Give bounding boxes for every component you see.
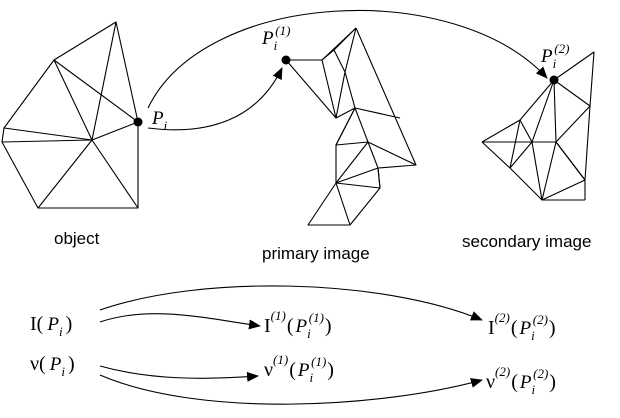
arc-object-to-primary — [147, 67, 283, 131]
object-label: object — [54, 229, 100, 248]
object-mesh — [1, 21, 139, 209]
secondary-image-mesh — [481, 51, 595, 201]
arrow-I0-to-I2 — [99, 285, 483, 321]
formula-v0: ν(Pi) — [30, 353, 75, 379]
object-point-label: Pi — [151, 108, 168, 133]
primary-point — [281, 55, 291, 65]
arrow-v0-to-v1 — [99, 365, 259, 382]
primary-image-label: primary image — [262, 244, 370, 263]
formula-v2: ν(2)(Pi(2)) — [486, 364, 556, 397]
secondary-image-label: secondary image — [462, 232, 591, 251]
object-point — [133, 117, 143, 127]
arrow-v0-to-v2 — [99, 374, 483, 405]
arc-object-to-secondary — [147, 10, 548, 109]
primary-point-label: Pi(1) — [261, 23, 290, 53]
arrow-I0-to-I1 — [99, 313, 261, 330]
formula-I1: I(1)(Pi(1)) — [264, 308, 332, 341]
formula-v1: ν(1)(Pi(1)) — [264, 352, 334, 385]
formula-I2: I(2)(Pi(2)) — [488, 310, 556, 343]
primary-image-mesh — [285, 27, 417, 226]
formula-I0: I(Pi) — [30, 313, 72, 339]
secondary-point-label: Pi(2) — [540, 41, 569, 71]
secondary-point — [549, 75, 559, 85]
